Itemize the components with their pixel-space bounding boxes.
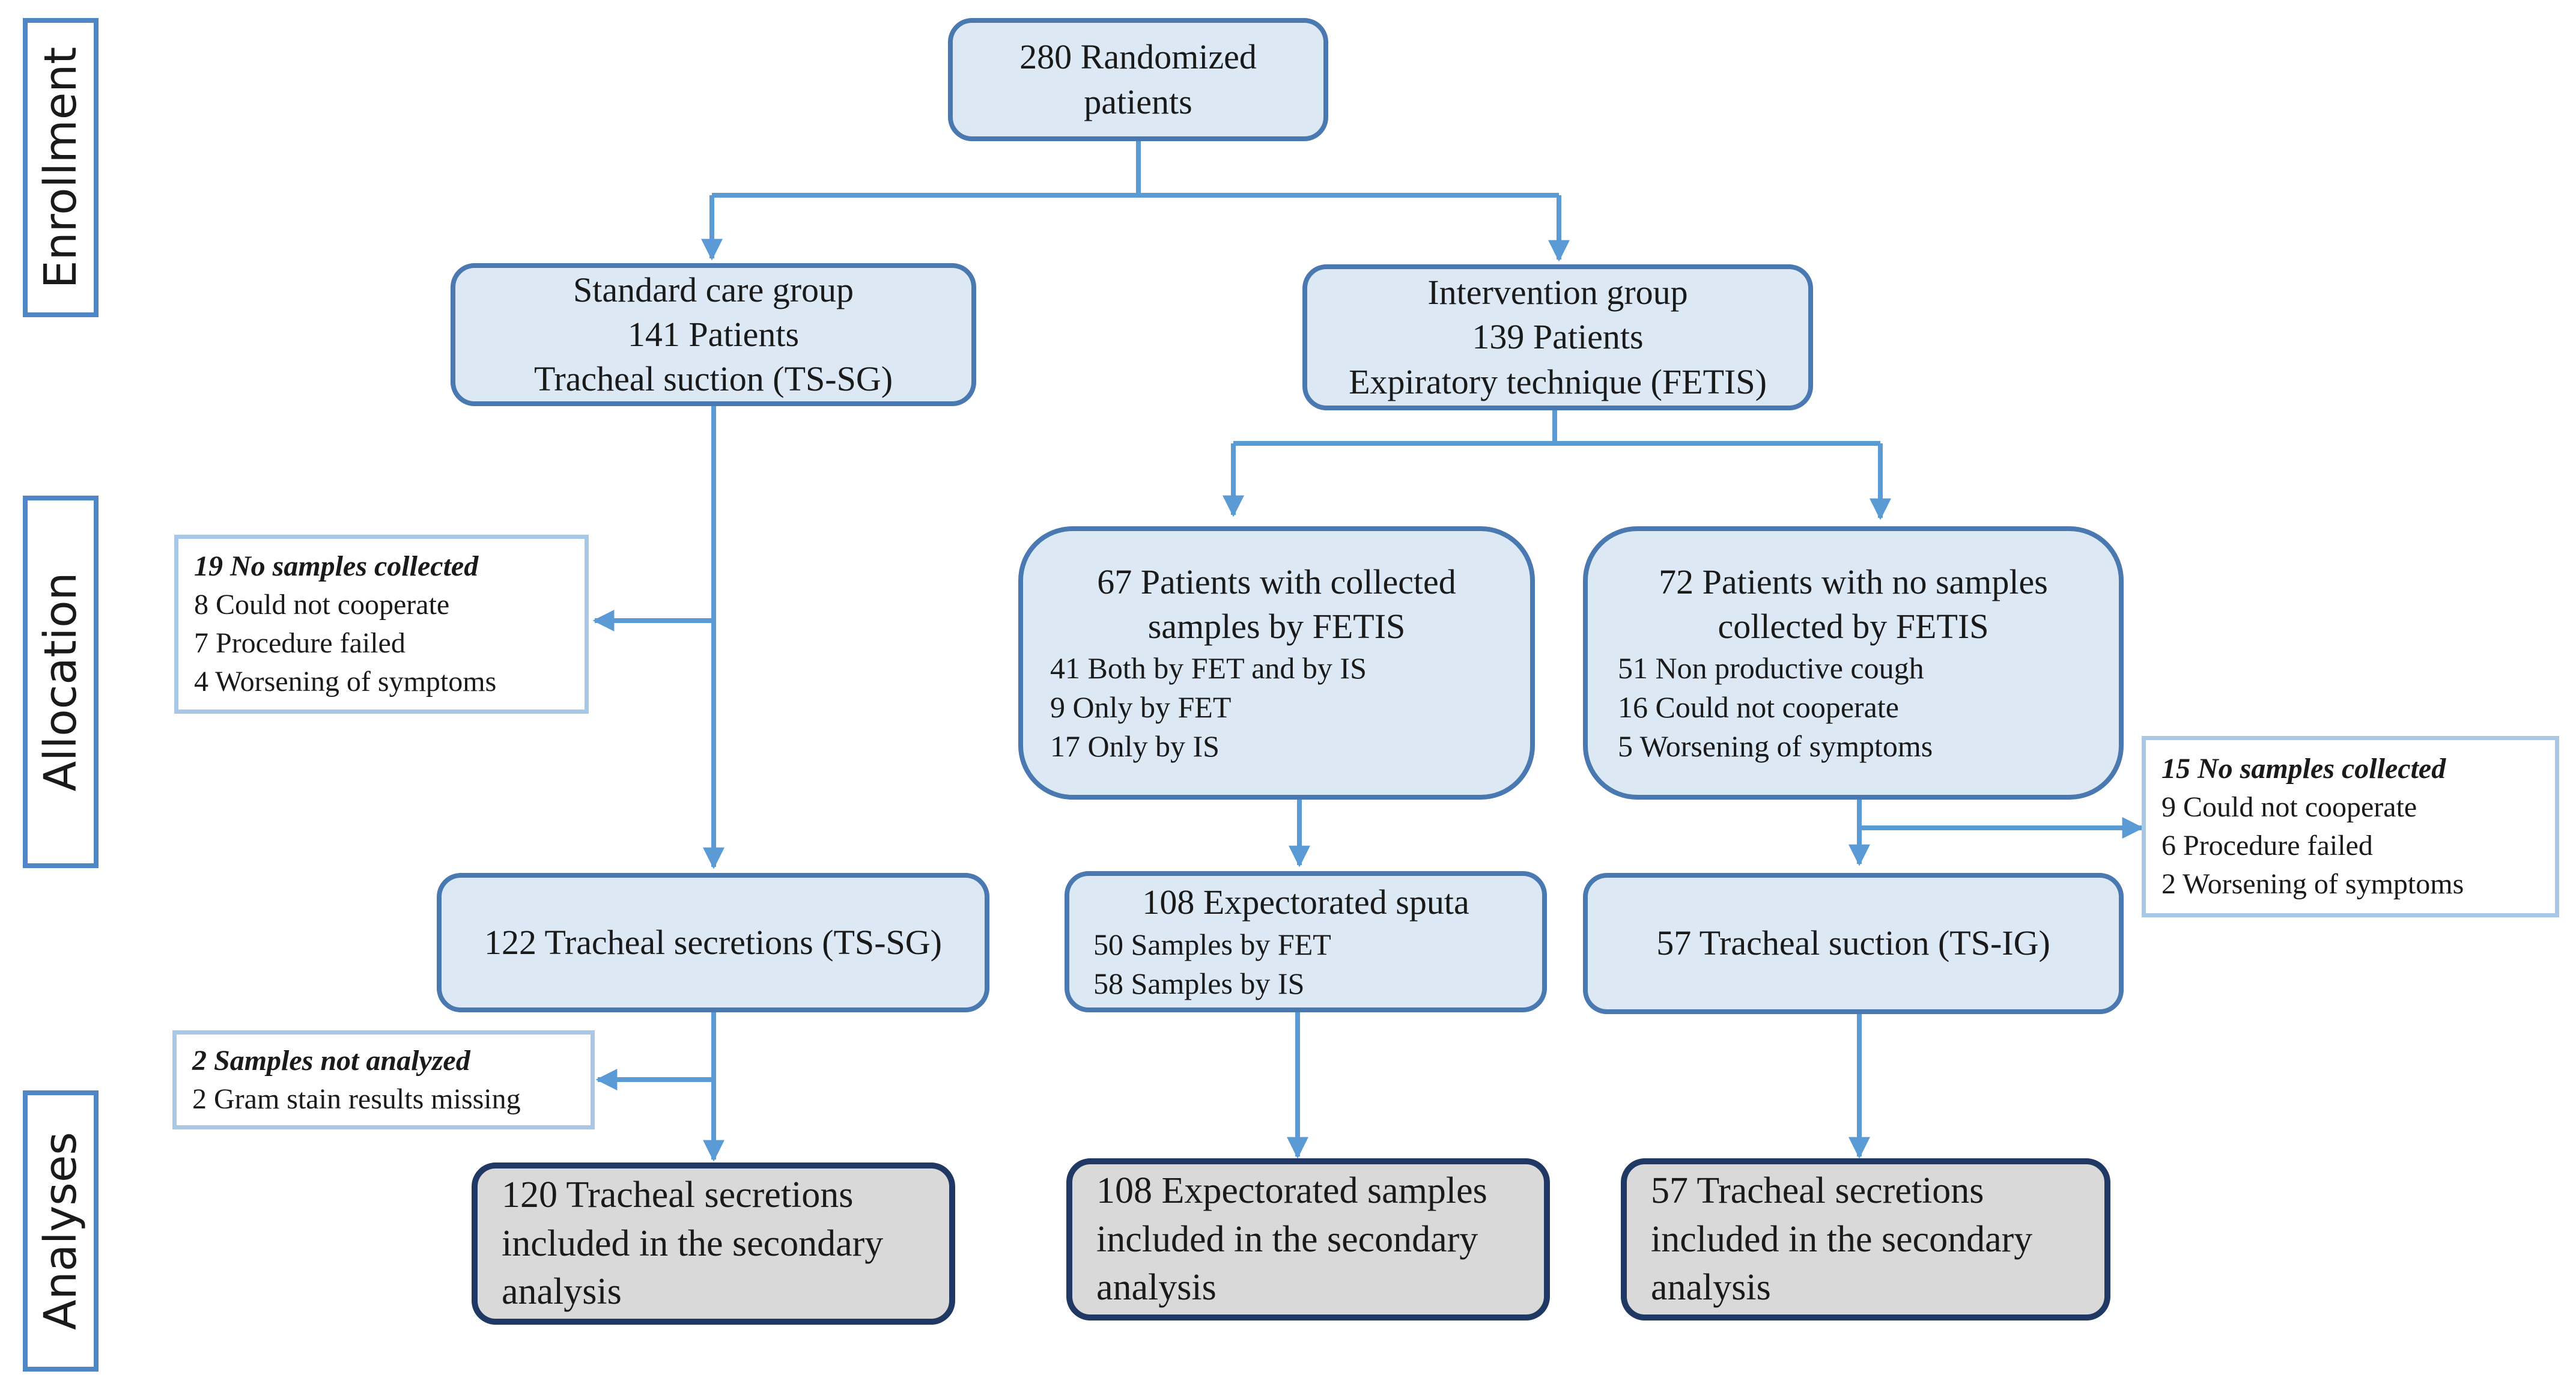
ts-ig-suction-label: 57 Tracheal suction (TS-IG)	[1656, 923, 2050, 963]
expectorated-item: 58 Samples by IS	[1093, 966, 1305, 1000]
final-ig-line: 57 Tracheal secretions	[1651, 1170, 1984, 1212]
collected-item: 9 Only by FET	[1050, 690, 1232, 725]
final-ig-line: analysis	[1651, 1267, 1771, 1308]
intervention-group-line2: 139 Patients	[1472, 317, 1644, 357]
not-analyzed-item: 2 Gram stain results missing	[192, 1083, 521, 1115]
not-collected-title2: collected by FETIS	[1718, 607, 1989, 646]
ig-exclusion-item: 9 Could not cooperate	[2161, 791, 2417, 824]
standard-group-line1: Standard care group	[573, 270, 854, 309]
final-sg-line: included in the secondary	[502, 1223, 884, 1264]
stage-analyses-label: Analyses	[35, 1132, 87, 1330]
ts-ig-suction-box: 57 Tracheal suction (TS-IG)	[1583, 873, 2124, 1014]
expectorated-item: 50 Samples by FET	[1093, 927, 1331, 961]
not-analyzed-title: 2 Samples not analyzed	[192, 1044, 470, 1077]
expectorated-title: 108 Expectorated sputa	[1142, 883, 1469, 922]
intervention-group-box: Intervention group 139 Patients Expirato…	[1302, 264, 1813, 410]
not-collected-item: 51 Non productive cough	[1618, 651, 1924, 685]
sg-exclusion-item: 8 Could not cooperate	[194, 589, 450, 621]
sg-exclusion-item: 7 Procedure failed	[194, 627, 406, 659]
stage-allocation: Allocation	[23, 496, 99, 868]
expectorated-box: 108 Expectorated sputa 50 Samples by FET…	[1065, 871, 1547, 1012]
final-exp-line: 108 Expectorated samples	[1096, 1170, 1487, 1212]
standard-group-line3: Tracheal suction (TS-SG)	[533, 359, 893, 399]
final-ig-line: included in the secondary	[1651, 1218, 2033, 1260]
final-sg-box: 120 Tracheal secretions included in the …	[472, 1162, 955, 1325]
stage-analyses: Analyses	[23, 1090, 99, 1372]
standard-group-box: Standard care group 141 Patients Trachea…	[451, 263, 976, 406]
ts-sg-secretions-box: 122 Tracheal secretions (TS-SG)	[437, 873, 989, 1012]
collected-box: 67 Patients with collected samples by FE…	[1018, 526, 1535, 800]
sg-exclusion-title: 19 No samples collected	[194, 550, 479, 583]
standard-group-line2: 141 Patients	[627, 314, 800, 354]
intervention-group-line1: Intervention group	[1427, 273, 1688, 312]
ig-exclusion-item: 2 Worsening of symptoms	[2161, 868, 2464, 900]
collected-title2: samples by FETIS	[1147, 607, 1406, 646]
intervention-group-line3: Expiratory technique (FETIS)	[1349, 362, 1767, 401]
final-exp-line: analysis	[1096, 1267, 1217, 1308]
not-collected-title1: 72 Patients with no samples	[1659, 562, 2048, 601]
not-collected-item: 16 Could not cooperate	[1618, 690, 1899, 725]
stage-enrollment-label: Enrollment	[35, 46, 87, 289]
collected-item: 41 Both by FET and by IS	[1050, 651, 1367, 685]
final-exp-box: 108 Expectorated samples included in the…	[1066, 1158, 1550, 1321]
ts-sg-secretions-label: 122 Tracheal secretions (TS-SG)	[484, 922, 942, 962]
stage-enrollment: Enrollment	[23, 18, 99, 317]
ig-exclusion-title: 15 No samples collected	[2161, 753, 2446, 785]
randomized-line2: patients	[1084, 82, 1192, 121]
final-sg-line: analysis	[502, 1271, 622, 1313]
not-collected-item: 5 Worsening of symptoms	[1618, 729, 1933, 764]
ig-exclusion-note: 15 No samples collected 9 Could not coop…	[2142, 736, 2559, 917]
sg-exclusion-note: 19 No samples collected 8 Could not coop…	[174, 535, 589, 714]
sg-exclusion-item: 4 Worsening of symptoms	[194, 665, 497, 698]
not-analyzed-note: 2 Samples not analyzed 2 Gram stain resu…	[172, 1030, 595, 1129]
ig-exclusion-item: 6 Procedure failed	[2161, 830, 2373, 862]
not-collected-box: 72 Patients with no samples collected by…	[1583, 526, 2124, 800]
final-ig-box: 57 Tracheal secretions included in the s…	[1621, 1158, 2110, 1321]
final-exp-line: included in the secondary	[1096, 1218, 1478, 1260]
collected-item: 17 Only by IS	[1050, 729, 1220, 764]
randomized-line1: 280 Randomized	[1019, 37, 1257, 77]
stage-allocation-label: Allocation	[35, 572, 87, 792]
final-sg-line: 120 Tracheal secretions	[502, 1175, 854, 1216]
collected-title1: 67 Patients with collected	[1097, 562, 1456, 601]
randomized-box: 280 Randomized patients	[948, 18, 1328, 141]
